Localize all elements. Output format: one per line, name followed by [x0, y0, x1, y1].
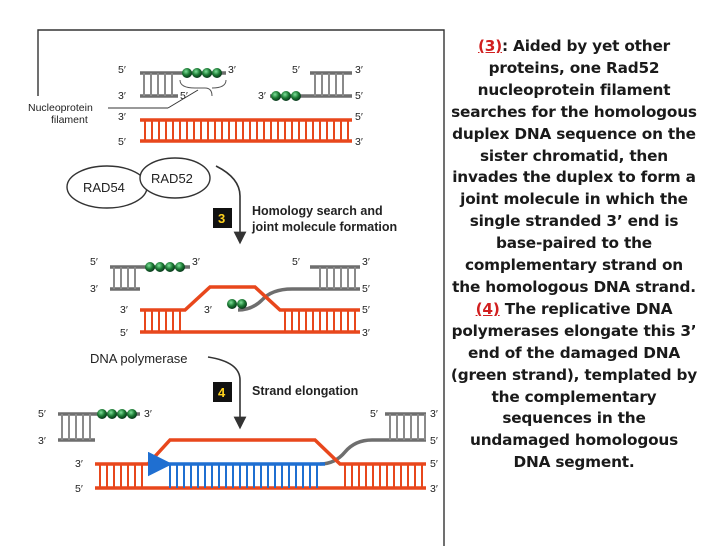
- label-3prime: 3′: [355, 64, 363, 76]
- label-3prime: 3′: [430, 483, 438, 495]
- label-3prime: 3′: [430, 408, 438, 420]
- label-5prime: 5′: [292, 256, 300, 268]
- label-5prime: 5′: [90, 256, 98, 268]
- green-protein-filament-5: [97, 409, 137, 419]
- label-5prime: 5′: [118, 136, 126, 148]
- label-3prime: 3′: [118, 90, 126, 102]
- label-3prime: 3′: [90, 283, 98, 295]
- label-5prime: 5′: [355, 111, 363, 123]
- step3-badge: 3: [213, 208, 232, 228]
- blue-new-strand: [148, 451, 325, 488]
- gray-duplex-mid-right: [237, 265, 360, 312]
- label-3prime: 3′: [192, 256, 200, 268]
- explanation-text: (3): Aided by yet other proteins, one Ra…: [450, 36, 698, 474]
- label-5prime: 5′: [430, 458, 438, 470]
- nucleoprotein-label-line1: Nucleoprotein: [28, 102, 93, 114]
- red-duplex-1: [140, 118, 352, 143]
- step3-description: : Aided by yet other proteins, one Rad52…: [451, 37, 697, 296]
- label-3prime: 3′: [204, 304, 212, 316]
- label-3prime: 3′: [355, 136, 363, 148]
- dna-polymerase-label: DNA polymerase: [90, 351, 188, 366]
- label-3prime: 3′: [258, 90, 266, 102]
- label-5prime: 5′: [120, 327, 128, 339]
- step4-description: The replicative DNA polymerases elongate…: [450, 299, 698, 472]
- green-protein-filament-3: [145, 262, 185, 272]
- svg-text:4: 4: [218, 385, 226, 400]
- label-3prime: 3′: [362, 256, 370, 268]
- step4-arrow: [207, 356, 247, 430]
- label-5prime: 5′: [180, 90, 188, 102]
- green-protein-filament-4: [227, 299, 247, 309]
- label-3prime: 3′: [75, 458, 83, 470]
- green-protein-filament-2: [271, 91, 301, 101]
- label-5prime: 5′: [292, 64, 300, 76]
- svg-text:RAD54: RAD54: [83, 180, 125, 195]
- label-3prime: 3′: [144, 408, 152, 420]
- label-5prime: 5′: [430, 435, 438, 447]
- label-5prime: 5′: [370, 408, 378, 420]
- step3-arrow: [215, 165, 247, 245]
- label-3prime: 3′: [228, 64, 236, 76]
- label-3prime: 3′: [120, 304, 128, 316]
- label-5prime: 5′: [362, 304, 370, 316]
- label-3prime: 3′: [118, 111, 126, 123]
- red-duplex-2: [140, 285, 360, 334]
- svg-text:RAD52: RAD52: [151, 171, 193, 186]
- step4-badge: 4: [213, 382, 232, 402]
- step4-caption: Strand elongation: [252, 384, 358, 398]
- label-5prime: 5′: [362, 283, 370, 295]
- step3-caption-line2: joint molecule formation: [251, 220, 397, 234]
- step3-marker: (3): [477, 37, 503, 55]
- green-protein-filament-1: [182, 68, 222, 78]
- rad54-protein: RAD54: [66, 165, 148, 209]
- label-5prime: 5′: [38, 408, 46, 420]
- step4-marker: (4): [475, 299, 500, 318]
- label-3prime: 3′: [38, 435, 46, 447]
- step3-caption-line1: Homology search and: [252, 204, 383, 218]
- rad52-protein: RAD52: [139, 157, 211, 199]
- nucleoprotein-label-line2: filament: [51, 114, 88, 126]
- label-5prime: 5′: [75, 483, 83, 495]
- gray-duplex-top-right: [270, 71, 352, 98]
- gray-duplex-bottom-right: [319, 412, 426, 466]
- label-5prime: 5′: [118, 64, 126, 76]
- svg-text:3: 3: [218, 211, 225, 226]
- label-3prime: 3′: [362, 327, 370, 339]
- frame-border: [37, 29, 445, 546]
- label-5prime: 5′: [355, 90, 363, 102]
